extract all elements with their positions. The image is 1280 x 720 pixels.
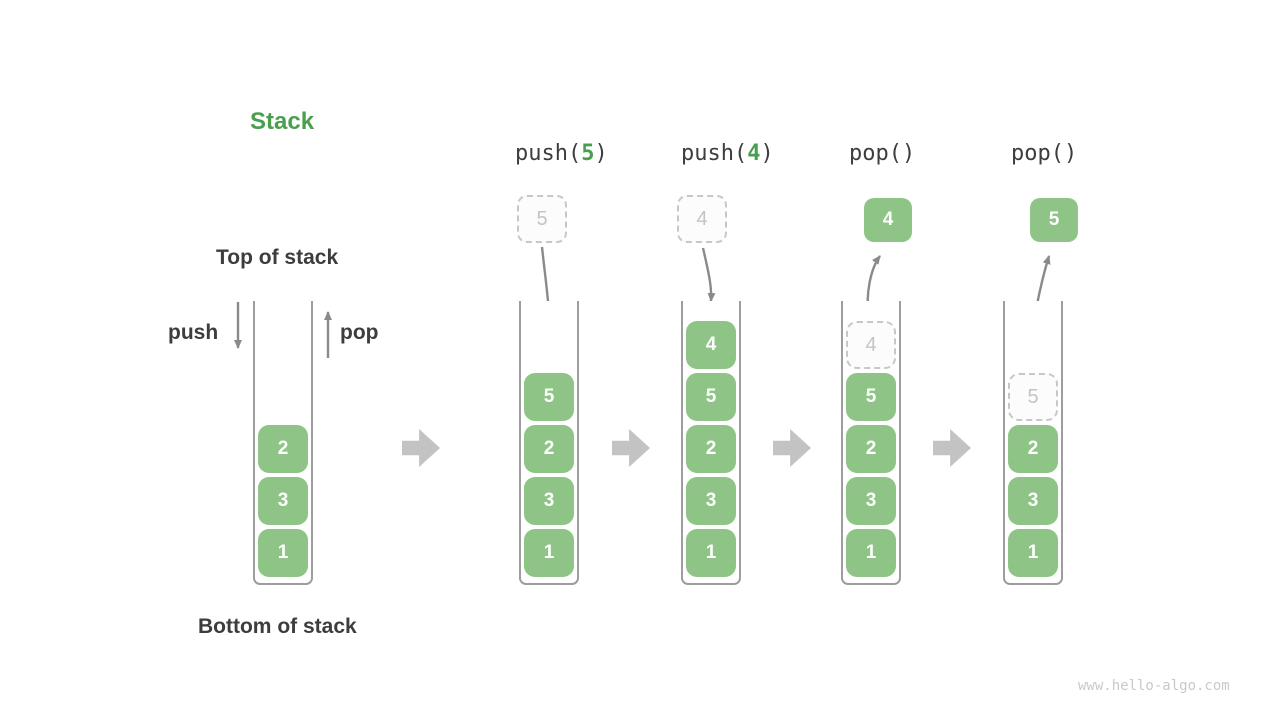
stack-element: 3: [846, 477, 896, 525]
stack-container-after-push-5: 5 2 3 1: [519, 301, 579, 585]
op-label-push-4: push(4): [681, 141, 774, 166]
top-of-stack-label: Top of stack: [216, 246, 339, 269]
op-text: ): [760, 141, 774, 166]
op-arg: 5: [581, 141, 595, 166]
pop-label: pop: [340, 321, 379, 344]
transition-arrow-icon: [773, 429, 811, 467]
stack-element: 5: [846, 373, 896, 421]
stack-element: 1: [258, 529, 308, 577]
stack-element: 2: [524, 425, 574, 473]
stack-container-initial: 2 3 1: [253, 301, 313, 585]
op-text: push(: [515, 141, 582, 166]
stack-element: 3: [686, 477, 736, 525]
stack-element-ghost: 4: [846, 321, 896, 369]
stack-element: 1: [686, 529, 736, 577]
op-label-pop-second: pop(): [1011, 141, 1077, 166]
bottom-of-stack-label: Bottom of stack: [198, 615, 357, 638]
stack-container-after-pop-4: 4 5 2 3 1: [841, 301, 901, 585]
op-label-push-5: push(5): [515, 141, 608, 166]
stack-element: 5: [686, 373, 736, 421]
stack-element-ghost: 5: [1008, 373, 1058, 421]
stack-element: 1: [1008, 529, 1058, 577]
stack-element: 3: [1008, 477, 1058, 525]
op-label-pop-first: pop(): [849, 141, 915, 166]
diagram-title: Stack: [250, 108, 315, 135]
op-text: pop(): [1011, 141, 1078, 166]
stack-element: 3: [524, 477, 574, 525]
op-arg: 4: [747, 141, 761, 166]
stack-container-after-push-4: 4 5 2 3 1: [681, 301, 741, 585]
stack-element: 5: [524, 373, 574, 421]
stack-element: 2: [846, 425, 896, 473]
stack-element: 1: [846, 529, 896, 577]
transition-arrow-icon: [612, 429, 650, 467]
stack-element: 2: [258, 425, 308, 473]
incoming-value-box-4: 4: [677, 195, 727, 243]
transition-arrow-icon: [933, 429, 971, 467]
stack-element: 4: [686, 321, 736, 369]
transition-arrow-icon: [402, 429, 440, 467]
stack-element: 1: [524, 529, 574, 577]
popped-value-box-5: 5: [1030, 198, 1078, 242]
op-text: ): [594, 141, 608, 166]
incoming-value-box-5: 5: [517, 195, 567, 243]
push-4-motion-arrow-icon: [701, 247, 716, 302]
stack-container-after-pop-5: 5 2 3 1: [1003, 301, 1063, 585]
stack-element: 3: [258, 477, 308, 525]
stack-element: 2: [1008, 425, 1058, 473]
stack-element: 2: [686, 425, 736, 473]
push-label: push: [168, 321, 219, 344]
op-text: pop(): [849, 141, 916, 166]
op-text: push(: [681, 141, 748, 166]
popped-value-box-4: 4: [864, 198, 912, 242]
watermark: www.hello-algo.com: [1078, 678, 1230, 694]
